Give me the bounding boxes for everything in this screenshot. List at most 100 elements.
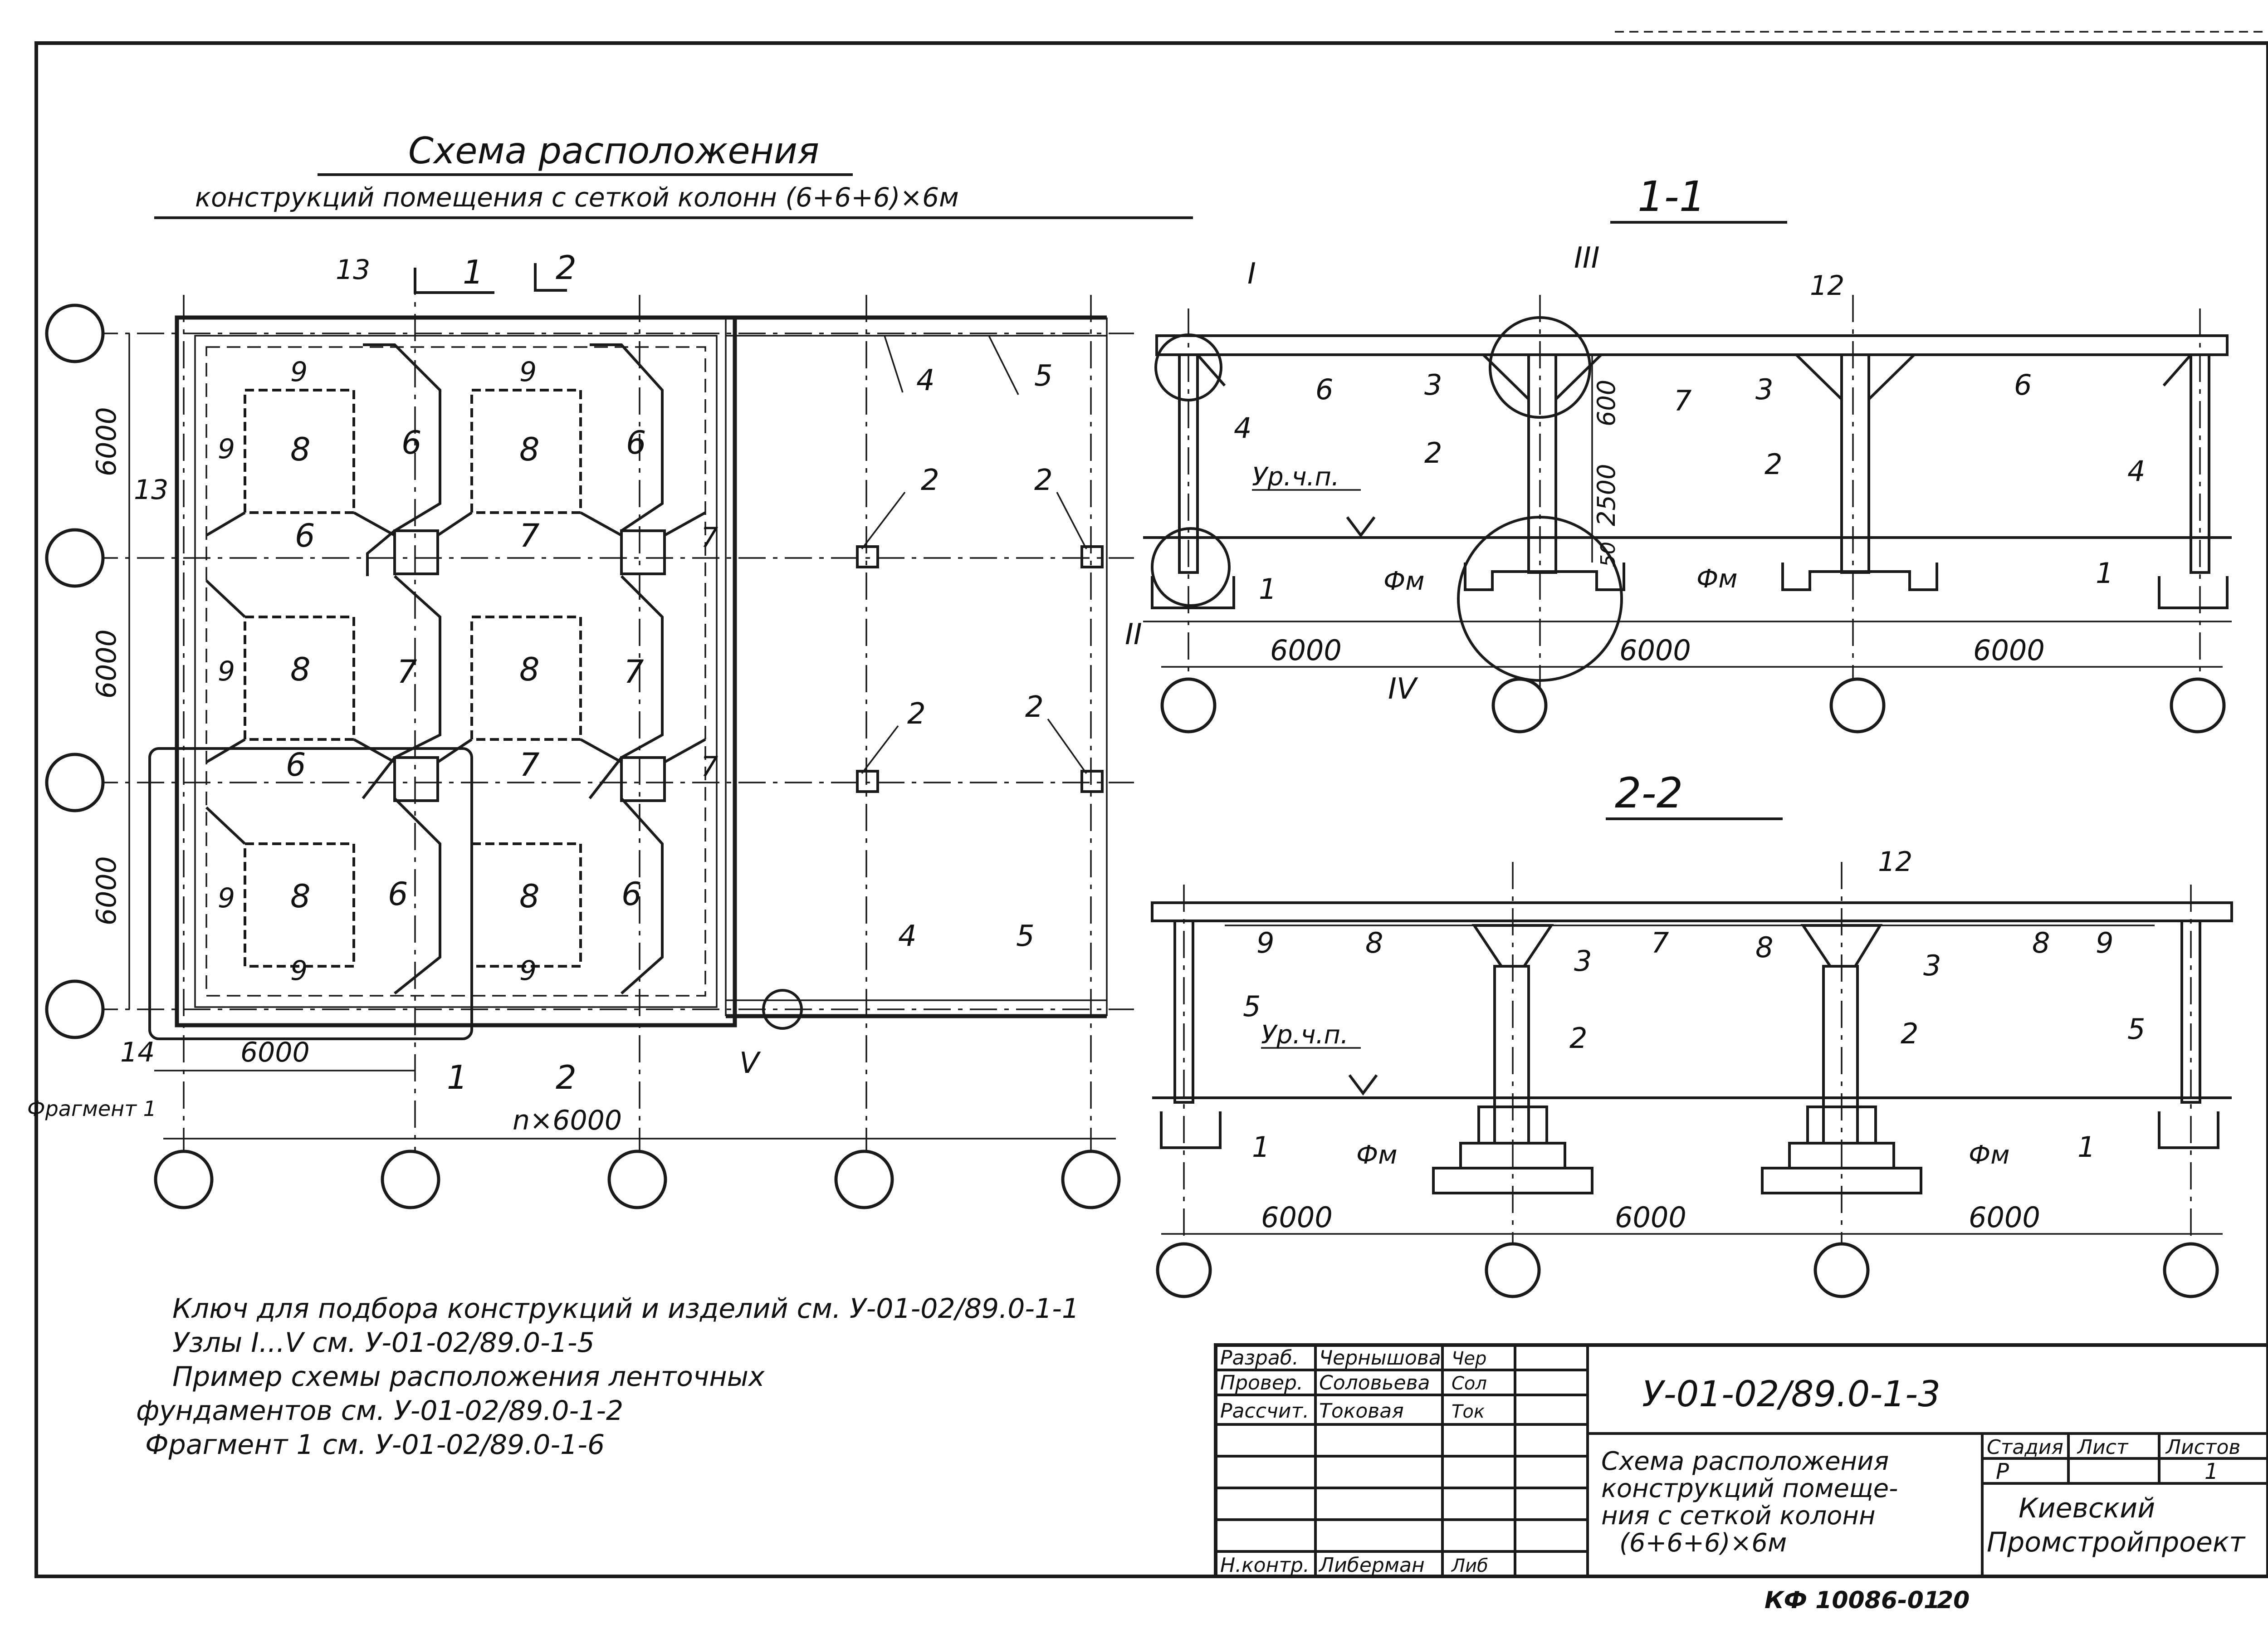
section11-tag-4-a: 4 — [1234, 411, 1251, 445]
plan-tag-7-d: 7 — [519, 746, 540, 783]
section22-tag-5-a: 5 — [1243, 990, 1261, 1023]
plan-title-line2: конструкций помещения с сеткой колонн (6… — [195, 182, 959, 213]
plan-cut2-top: 2 — [556, 249, 577, 287]
section22-tag-3-a: 3 — [1574, 944, 1592, 978]
section11-tag-6-b: 6 — [2014, 368, 2032, 401]
section11-tag-12: 12 — [1810, 270, 1844, 302]
section11-span-2: 6000 — [1619, 634, 1691, 667]
note-2: Узлы I...V см. У-01-02/89.0-1-5 — [172, 1327, 595, 1359]
plan-tag-2-c: 2 — [907, 697, 926, 731]
section22-span-3: 6000 — [1969, 1201, 2040, 1234]
section22-span-2: 6000 — [1615, 1201, 1686, 1234]
tb-desc-3: ния с сеткой колонн — [1601, 1501, 1876, 1531]
tb-role-1: Разраб. — [1220, 1346, 1299, 1370]
tb-sign-2: Сол — [1452, 1373, 1487, 1394]
footer-archive: КФ 10086-01 — [1765, 1587, 1940, 1614]
section11-span-3: 6000 — [1973, 634, 2045, 667]
plan-tag-9-f: 9 — [290, 955, 308, 987]
section11-level: Ур.ч.п. — [1252, 462, 1339, 492]
plan-tag-6-e: 6 — [388, 876, 408, 913]
note-5: Фрагмент 1 см. У-01-02/89.0-1-6 — [145, 1429, 605, 1461]
plan-tag-5-top: 5 — [1034, 359, 1053, 393]
section11-tag-6-a: 6 — [1315, 373, 1333, 406]
section11-dim-600: 600 — [1592, 380, 1621, 426]
plan-tag-6-a: 6 — [401, 424, 422, 461]
section11-title: 1-1 — [1637, 172, 1706, 221]
plan-fragment-label: Фрагмент 1 — [27, 1096, 156, 1121]
plan-tag-6-c: 6 — [295, 517, 315, 554]
plan-tag-8-f: 8 — [519, 878, 540, 915]
tb-doc-code: У-01-02/89.0-1-3 — [1642, 1374, 1941, 1415]
section11-tag-1-b: 1 — [2096, 557, 2113, 590]
plan-tag-5-bottom: 5 — [1016, 920, 1035, 953]
plan-panels — [205, 343, 706, 995]
section11-fm-a: Фм — [1383, 567, 1424, 596]
plan-tag-6-b: 6 — [626, 424, 646, 461]
plan-tag-8-b: 8 — [519, 431, 540, 468]
plan-dim-v3: 6000 — [91, 856, 122, 925]
tb-sign-3: Ток — [1452, 1401, 1485, 1422]
tb-name-3: Токовая — [1319, 1399, 1404, 1423]
tb-sign-7: Либ — [1451, 1556, 1488, 1576]
plan-tag-7-c: 7 — [624, 653, 644, 690]
tb-name-2: Соловьева — [1319, 1371, 1430, 1394]
section-1-1: 1-1 — [1125, 172, 2232, 734]
plan-tag-8-e: 8 — [290, 878, 311, 915]
section22-fm-a: Фм — [1356, 1140, 1397, 1170]
tb-org-1: Киевский — [2019, 1492, 2155, 1524]
section22-tag-9-a: 9 — [1256, 926, 1274, 959]
plan-cut1-bottom: 1 — [447, 1058, 468, 1096]
section11-tag-3-b: 3 — [1755, 373, 1773, 406]
plan-tag-4-bottom: 4 — [898, 920, 917, 953]
tb-name-1: Чернышова — [1319, 1346, 1441, 1370]
plan-tag-2-a: 2 — [921, 464, 939, 497]
tb-desc-4: (6+6+6)×6м — [1619, 1528, 1787, 1558]
tb-desc-1: Схема расположения — [1601, 1447, 1889, 1476]
section11-tag-2-b: 2 — [1765, 448, 1782, 481]
plan-dim-v2: 6000 — [91, 629, 122, 699]
plan-dim-h1: 6000 — [240, 1037, 310, 1068]
section22-level: Ур.ч.п. — [1261, 1020, 1349, 1050]
plan-cut2-bottom: 2 — [556, 1058, 577, 1096]
section22-fm-b: Фм — [1969, 1140, 2009, 1170]
plan-tag-8-c: 8 — [290, 651, 311, 688]
tb-role-2: Провер. — [1220, 1371, 1303, 1394]
section22-tag-2-b: 2 — [1901, 1017, 1918, 1050]
plan-tag-7-f: 7 — [701, 751, 718, 783]
tb-stage-value: Р — [1996, 1459, 2009, 1484]
plan-tag-13-side: 13 — [134, 474, 168, 506]
plan-view: Схема расположения конструкций помещения… — [27, 130, 1193, 1209]
tb-stage-label: Стадия — [1987, 1436, 2063, 1459]
section22-tag-5-b: 5 — [2127, 1013, 2145, 1046]
section22-tag-1-b: 1 — [2077, 1130, 2095, 1164]
plan-tag-14: 14 — [120, 1037, 155, 1068]
plan-tag-9-a: 9 — [290, 356, 308, 388]
section22-tag-8-a: 8 — [1365, 926, 1383, 959]
title-block: Разраб. Провер. Рассчит. Н.контр. Черныш… — [1214, 1343, 2268, 1578]
section11-fm-b: Фм — [1696, 564, 1737, 594]
section11-node-II: II — [1125, 618, 1142, 651]
plan-axis-bubbles — [45, 303, 1121, 1209]
sheet-frame — [34, 41, 2268, 1578]
section11-tag-2-a: 2 — [1424, 436, 1442, 470]
tb-name-7: Либерман — [1318, 1554, 1425, 1577]
plan-dim-v1: 6000 — [91, 407, 122, 476]
section22-tag-3-b: 3 — [1923, 949, 1941, 982]
section11-node-I: I — [1247, 257, 1256, 291]
plan-tag-9-e: 9 — [218, 882, 235, 914]
section22-tag-2-a: 2 — [1569, 1022, 1587, 1055]
section11-tag-4-b: 4 — [2127, 455, 2145, 488]
section11-dim-50: 50 — [1597, 542, 1620, 567]
plan-dim-total: n×6000 — [513, 1105, 622, 1136]
plan-tag-9-d: 9 — [218, 656, 235, 687]
plan-tag-7-e: 7 — [701, 522, 718, 553]
plan-tag-2-d: 2 — [1025, 690, 1044, 724]
plan-tag-8-a: 8 — [290, 431, 311, 468]
plan-cut1-top: 1 — [463, 253, 484, 291]
section11-tag-1-a: 1 — [1259, 572, 1276, 606]
plan-tag-4-top: 4 — [916, 364, 935, 397]
plan-tag-9-b: 9 — [519, 356, 537, 388]
note-4: фундаментов см. У-01-02/89.0-1-2 — [136, 1395, 623, 1427]
note-3: Пример схемы расположения ленточных — [172, 1361, 765, 1393]
section11-span-1: 6000 — [1270, 634, 1342, 667]
